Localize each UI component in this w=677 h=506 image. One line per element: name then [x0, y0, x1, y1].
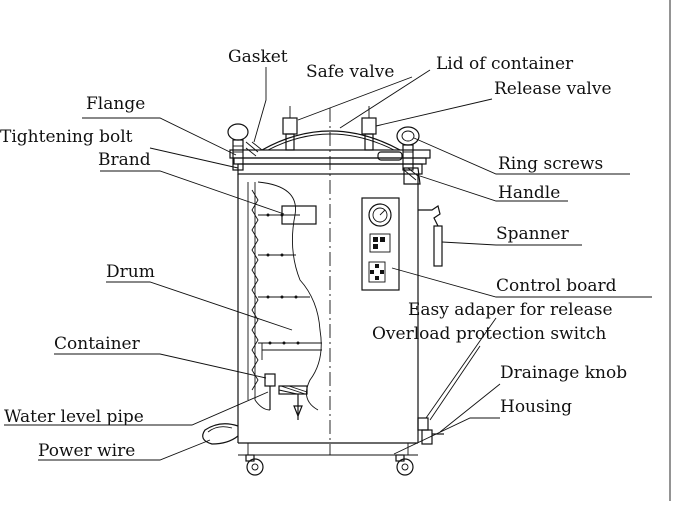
label-housing: Housing [500, 397, 572, 417]
label-release-valve: Release valve [494, 79, 612, 99]
label-ring-screws: Ring screws [498, 154, 603, 174]
label-power-wire: Power wire [38, 441, 135, 461]
label-drainage-knob: Drainage knob [500, 363, 627, 383]
label-spanner: Spanner [496, 224, 570, 244]
label-flange: Flange [86, 94, 145, 114]
label-safe-valve: Safe valve [306, 62, 394, 82]
label-overload-switch: Overload protection switch [372, 324, 606, 344]
label-handle: Handle [498, 183, 560, 203]
label-control-board: Control board [496, 276, 617, 296]
label-easy-adapter: Easy adaper for release [408, 300, 613, 320]
callout-labels: Gasket Safe valve Lid of container Relea… [0, 47, 627, 461]
label-container: Container [54, 334, 141, 354]
leader-lines [4, 67, 652, 461]
label-drum: Drum [106, 262, 155, 282]
autoclave-drawing [202, 0, 671, 501]
label-water-level-pipe: Water level pipe [4, 407, 144, 427]
label-tightening-bolt: Tightening bolt [0, 127, 133, 147]
label-gasket: Gasket [228, 47, 288, 67]
label-brand: Brand [98, 150, 151, 170]
label-lid-of-container: Lid of container [436, 54, 574, 74]
